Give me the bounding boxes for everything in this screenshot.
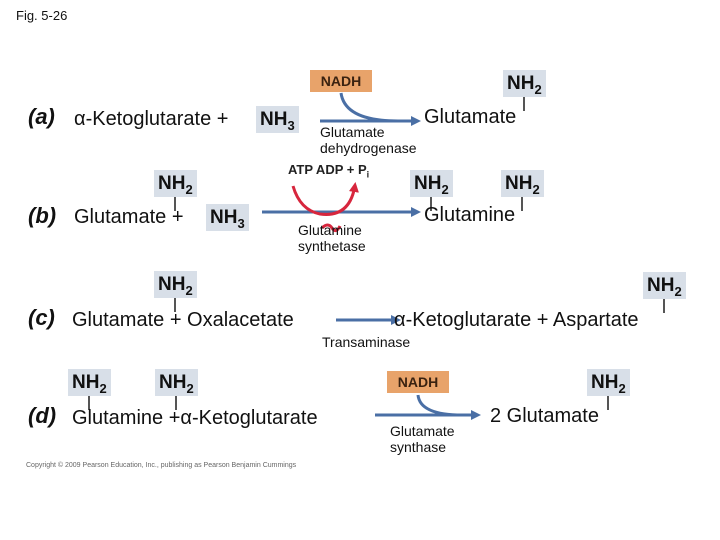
nh2-text: NH <box>591 372 619 393</box>
nh2-sub: 2 <box>674 284 682 299</box>
row-label-c: (c) <box>28 305 55 330</box>
nh2-sub: 2 <box>534 82 542 97</box>
nh2-text: NH <box>159 372 187 393</box>
atp-sub: i <box>366 169 370 180</box>
enzyme-d: Glutamate synthase <box>390 423 455 455</box>
atp-arrow-b <box>291 182 359 216</box>
nh2-sub: 2 <box>441 182 449 197</box>
reactant-d-part: Glutamine + <box>72 407 181 429</box>
atp-arrow-b-wave <box>320 223 342 233</box>
nh2-text: NH <box>158 274 186 295</box>
nh3-text: NH <box>260 109 288 130</box>
enzyme-a: Glutamate dehydrogenase <box>320 124 417 156</box>
enzyme-b-line1: Glutamine <box>298 222 362 238</box>
nh2-text: NH <box>72 372 100 393</box>
figure-label: Fig. 5-26 <box>16 8 68 23</box>
nh2-box-b-product-2: NH2 <box>501 170 544 211</box>
row-label-a: (a) <box>28 104 55 129</box>
reactant-a-text: -Ketoglutarate + <box>85 108 229 130</box>
nh2-box-b-product-1: NH2 <box>410 170 453 211</box>
enzyme-d-line1: Glutamate <box>390 423 455 439</box>
nh2-sub: 2 <box>618 381 626 396</box>
nh2-sub: 2 <box>99 381 107 396</box>
alpha-symbol: α <box>74 108 86 130</box>
product-a: Glutamate <box>424 106 517 128</box>
reactants-c: Glutamate + Oxalacetate <box>72 309 294 331</box>
nh2-box-c-product: NH2 <box>643 272 686 313</box>
nadh-arrow-d <box>416 394 463 417</box>
nh3-box-a: NH3 <box>256 106 299 133</box>
reactants-d: Glutamine +α-Ketoglutarate <box>72 407 318 430</box>
products-c-text: -Ketoglutarate + Aspartate <box>405 309 639 331</box>
nh2-box-d-reactant-2: NH2 <box>155 369 198 410</box>
nh2-text: NH <box>507 73 535 94</box>
nh2-box-d-reactant-1: NH2 <box>68 369 111 410</box>
enzyme-b-line2: synthetase <box>298 238 366 254</box>
nh2-text: NH <box>505 173 533 194</box>
row-label-b: (b) <box>28 203 57 228</box>
nh2-box-a-product: NH2 <box>503 70 546 111</box>
enzyme-a-line1: Glutamate <box>320 124 385 140</box>
product-b: Glutamine <box>424 204 516 226</box>
alpha-symbol: α <box>394 309 406 331</box>
nadh-arrow-a <box>339 92 399 123</box>
nh3-sub: 3 <box>287 118 295 133</box>
reactant-d-rest: -Ketoglutarate <box>191 407 318 429</box>
nh2-sub: 2 <box>185 182 193 197</box>
nh3-box-b: NH3 <box>206 204 249 231</box>
alpha-symbol: α <box>180 407 192 429</box>
row-label-d: (d) <box>28 403 57 428</box>
atp-adp-label: ATP ADP + Pi <box>288 162 369 180</box>
nh2-sub: 2 <box>532 182 540 197</box>
enzyme-a-line2: dehydrogenase <box>320 140 417 156</box>
reactant-a: α-Ketoglutarate + <box>74 108 228 131</box>
nh2-sub: 2 <box>185 283 193 298</box>
enzyme-d-line2: synthase <box>390 439 447 455</box>
nh2-text: NH <box>158 173 186 194</box>
nh2-box-d-product: NH2 <box>587 369 630 410</box>
nadh-box-a: NADH <box>310 70 372 92</box>
nh2-text: NH <box>414 173 442 194</box>
nh2-text: NH <box>647 275 675 296</box>
nh2-box-c-reactant: NH2 <box>154 271 197 312</box>
products-c: α-Ketoglutarate + Aspartate <box>394 309 639 332</box>
reactant-b: Glutamate + <box>74 206 184 228</box>
nh3-text: NH <box>210 207 238 228</box>
atp-text: ATP ADP + P <box>288 162 367 177</box>
nadh-box-d: NADH <box>387 371 449 393</box>
product-d: 2 Glutamate <box>490 405 599 427</box>
enzyme-b: Glutamine synthetase <box>298 222 366 254</box>
nh2-box-b-reactant: NH2 <box>154 170 197 211</box>
enzyme-c: Transaminase <box>322 334 411 350</box>
copyright-notice: Copyright © 2009 Pearson Education, Inc.… <box>26 462 297 469</box>
nh3-sub: 3 <box>237 216 245 231</box>
nh2-sub: 2 <box>186 381 194 396</box>
